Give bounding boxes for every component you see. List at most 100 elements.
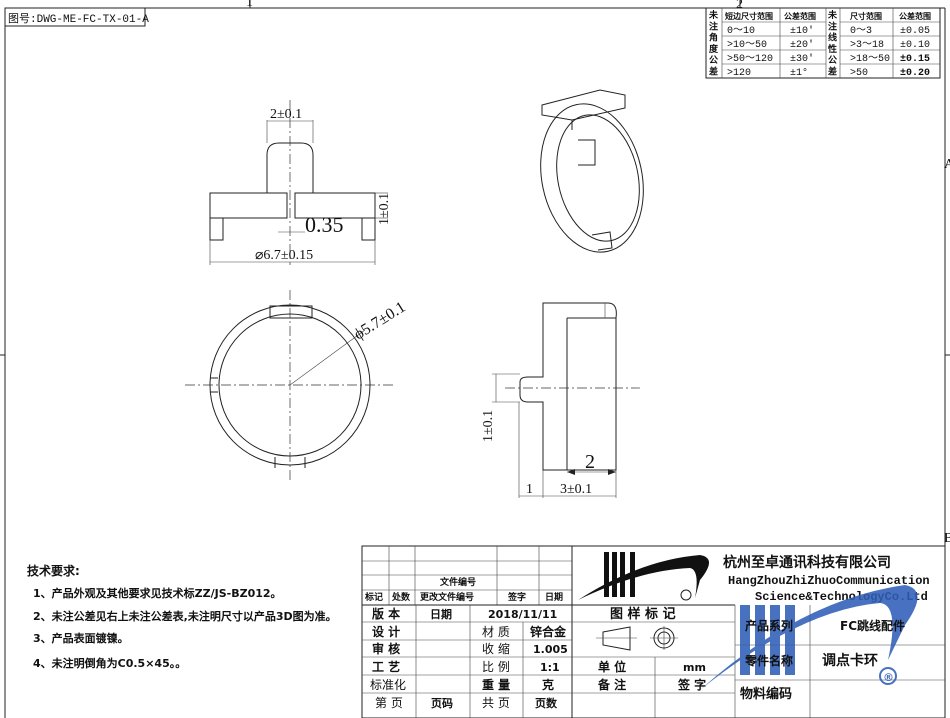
revision-header: 签字 xyxy=(507,591,526,603)
date-label: 日期 xyxy=(430,607,452,621)
dim-side-offset: 1 xyxy=(526,482,533,497)
registered-mark: ® xyxy=(883,671,894,684)
table-cell: ±30' xyxy=(790,53,814,65)
shrink-value: 1.005 xyxy=(533,643,568,656)
scale-label: 比 例 xyxy=(482,660,510,674)
table-line xyxy=(705,7,941,79)
part-name-label: 零件名称 xyxy=(744,653,793,668)
date-value: 2018/11/11 xyxy=(488,608,557,621)
zone-row-a: A xyxy=(944,157,950,172)
tech-requirements-title: 技术要求: xyxy=(27,563,80,578)
watermark-logo: ® xyxy=(700,585,918,690)
table-header: 短边尺寸范围 xyxy=(725,11,773,21)
material-label: 材 质 xyxy=(482,625,510,639)
company-name-en: HangZhouZhiZhuoCommunication xyxy=(728,574,930,588)
tech-requirements: 技术要求: 1、产品外观及其他要求见技术标ZZ/JS-BZ012。 2、未注公差… xyxy=(27,563,337,670)
title-block: 文件编号 标记 处数 更改文件编号 签字 日期 版 本 日期 2018/11/1… xyxy=(361,545,946,718)
review-label: 审 核 xyxy=(372,641,400,656)
shrink-label: 收 缩 xyxy=(482,641,510,656)
projection-symbol xyxy=(596,626,678,651)
table-cell: >50～120 xyxy=(727,54,773,65)
linear-label-char: 注 xyxy=(828,20,837,32)
drawing-number: 图号:DWG-ME-FC-TX-01-A xyxy=(8,12,149,26)
linear-label-char: 未 xyxy=(827,9,838,21)
unit-label: 单 位 xyxy=(598,659,626,674)
tech-requirement-item: 3、产品表面镀镍。 xyxy=(33,631,129,645)
linear-label-char: 公 xyxy=(828,55,837,66)
table-cell: 0～10 xyxy=(727,26,755,37)
total-value: 页数 xyxy=(535,696,558,710)
table-cell: ±0.10 xyxy=(900,40,930,51)
table-cell: ±0.20 xyxy=(900,68,930,79)
tolerance-table: 未未注注角线度性公公差差短边尺寸范围公差范围尺寸范围公差范围0～10±10'0～… xyxy=(705,7,941,79)
table-cell: >3～18 xyxy=(850,40,884,51)
isometric-view xyxy=(540,89,644,253)
revision-header: 日期 xyxy=(545,591,563,603)
top-view: ϕ5.7±0.1 xyxy=(185,290,409,480)
tech-requirement-item: 4、未注明倒角为C0.5×45。。 xyxy=(33,656,186,670)
version-label: 版 本 xyxy=(372,606,400,621)
linear-label-char: 性 xyxy=(828,43,837,55)
angle-label-char: 度 xyxy=(709,43,719,55)
table-cell: ±0.05 xyxy=(900,26,930,37)
weight-label: 重 量 xyxy=(482,677,510,692)
table-header: 公差范围 xyxy=(899,11,931,21)
table-cell: >120 xyxy=(727,68,751,79)
dim-side-depth: 3±0.1 xyxy=(560,482,592,497)
table-cell: >18～50 xyxy=(850,54,890,65)
angle-label-char: 未 xyxy=(708,9,719,21)
standard-label: 标准化 xyxy=(370,678,406,692)
revision-header: 更改文件编号 xyxy=(420,591,474,603)
scale-value: 1:1 xyxy=(540,661,560,674)
tech-requirement-item: 2、未注公差见右上未注公差表,未注明尺寸以产品3D图为准。 xyxy=(33,609,337,623)
design-label: 设 计 xyxy=(372,624,400,639)
angle-label-char: 注 xyxy=(709,20,718,32)
dim-inner-diameter: ϕ5.7±0.1 xyxy=(351,299,409,344)
table-cell: ±10' xyxy=(790,25,814,37)
side-view: 1±0.1 1 3±0.1 2 xyxy=(481,302,640,498)
material-value: 锌合金 xyxy=(530,624,567,639)
series-value: FC跳线配件 xyxy=(840,618,905,633)
sign-label: 签 字 xyxy=(677,677,706,692)
part-name-value: 调点卡环 xyxy=(822,652,878,669)
table-header: 尺寸范围 xyxy=(850,11,882,21)
series-label: 产品系列 xyxy=(745,618,793,633)
dim-side-width: 2 xyxy=(585,451,595,473)
table-cell: ±0.15 xyxy=(900,54,930,65)
zone-col-1: 1 xyxy=(246,0,253,10)
process-label: 工 艺 xyxy=(372,659,400,674)
table-cell: >10～50 xyxy=(727,40,767,51)
table-cell: ±20' xyxy=(790,39,814,51)
angle-label-char: 公 xyxy=(709,55,718,66)
company-name-cn: 杭州至卓通讯科技有限公司 xyxy=(723,554,891,571)
table-cell: >50 xyxy=(850,68,868,79)
remark-label: 备 注 xyxy=(597,677,626,692)
material-code-label: 物料编码 xyxy=(740,686,792,702)
revision-header: 处数 xyxy=(391,591,411,603)
linear-label-char: 线 xyxy=(828,32,837,44)
table-cell: 0～3 xyxy=(850,26,872,37)
table-header: 公差范围 xyxy=(784,11,816,21)
revision-header: 标记 xyxy=(364,591,383,603)
tech-requirement-item: 1、产品外观及其他要求见技术标ZZ/JS-BZ012。 xyxy=(33,586,282,600)
zone-col-2: 2 xyxy=(736,0,743,12)
front-view: 2±0.1 0.35 1±0.1 ⌀6.7±0.15 xyxy=(209,100,392,265)
company-logo xyxy=(578,552,709,601)
unit-value: mm xyxy=(683,661,706,674)
total-label: 共 页 xyxy=(482,696,510,710)
dim-side-tab-height: 1±0.1 xyxy=(481,410,496,442)
drawing-number-box: 图号:DWG-ME-FC-TX-01-A xyxy=(4,7,149,27)
angle-label-char: 角 xyxy=(709,32,718,44)
angle-label-char: 差 xyxy=(709,66,718,78)
sample-mark: 图 样 标 记 xyxy=(610,606,676,622)
file-number-label: 文件编号 xyxy=(439,576,476,588)
dim-base-height: 1±0.1 xyxy=(377,193,392,225)
linear-label-char: 差 xyxy=(828,66,837,78)
table-cell: ±1° xyxy=(790,67,808,79)
page-label: 第 页 xyxy=(375,696,403,710)
page-value: 页码 xyxy=(431,697,453,710)
dim-outer-diameter: ⌀6.7±0.15 xyxy=(255,248,313,263)
zone-row-b: B xyxy=(944,531,950,546)
dim-slot-gap: 0.35 xyxy=(305,212,344,237)
